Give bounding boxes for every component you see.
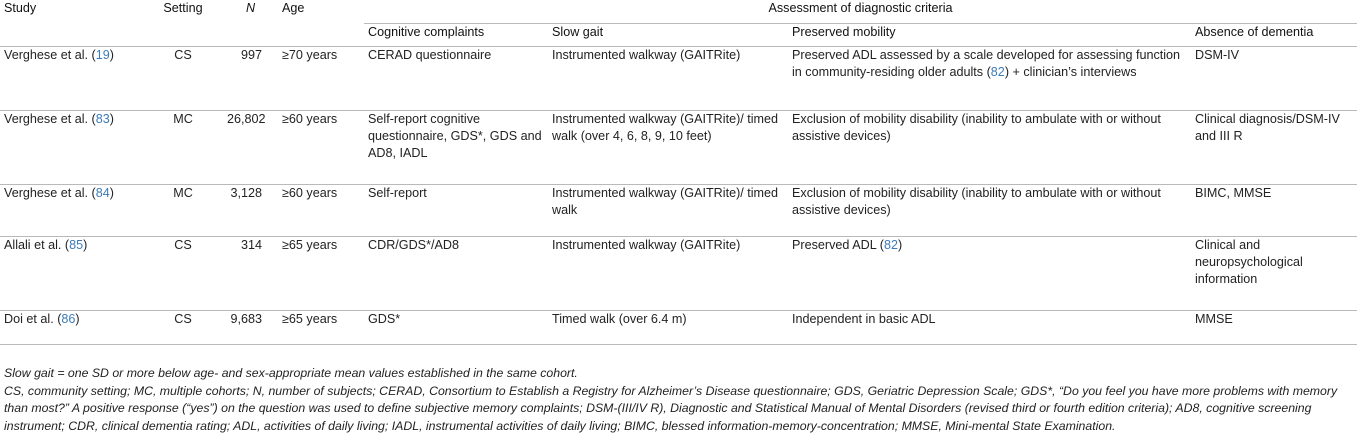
reference-link[interactable]: 82 — [883, 238, 898, 252]
header-cognitive: Cognitive complaints — [364, 23, 548, 47]
table-row: Verghese et al. (19) CS 997 ≥70 years CE… — [0, 46, 1357, 111]
cell-dementia: BIMC, MMSE — [1191, 184, 1357, 237]
cell-dementia: Clinical diagnosis/DSM-IV and III R — [1191, 110, 1357, 185]
header-assessment: Assessment of diagnostic criteria — [768, 1, 953, 15]
header-mobility: Preserved mobility — [788, 23, 1191, 47]
table-row: Verghese et al. (83) MC 26,802 ≥60 years… — [0, 110, 1357, 185]
cell-mobility: Exclusion of mobility disability (inabil… — [788, 184, 1191, 237]
cell-cognitive: Self-report — [364, 184, 548, 237]
cell-setting: CS — [143, 236, 223, 311]
reference-link[interactable]: 82 — [990, 65, 1005, 79]
reference-link[interactable]: 83 — [95, 112, 110, 126]
header-slow-gait: Slow gait — [548, 23, 788, 47]
cell-n: 9,683 — [223, 310, 278, 345]
table-row: Doi et al. (86) CS 9,683 ≥65 years GDS* … — [0, 310, 1357, 345]
cell-mobility: Independent in basic ADL — [788, 310, 1191, 345]
cell-cognitive: CERAD questionnaire — [364, 46, 548, 111]
cell-slow-gait: Instrumented walkway (GAITRite)/ timed w… — [548, 110, 788, 185]
header-age: Age — [278, 0, 364, 47]
cell-dementia: Clinical and neuropsychological informat… — [1191, 236, 1357, 311]
cell-setting: MC — [143, 184, 223, 237]
cell-setting: CS — [143, 310, 223, 345]
cell-age: ≥65 years — [278, 236, 364, 311]
cell-age: ≥70 years — [278, 46, 364, 111]
table-row: Verghese et al. (84) MC 3,128 ≥60 years … — [0, 184, 1357, 237]
reference-link[interactable]: 85 — [69, 238, 84, 252]
header-row-sub: Cognitive complaints Slow gait Preserved… — [0, 23, 1357, 47]
reference-link[interactable]: 84 — [95, 186, 110, 200]
cell-n: 3,128 — [223, 184, 278, 237]
cell-mobility: Preserved ADL (82) — [788, 236, 1191, 311]
reference-link[interactable]: 19 — [95, 48, 110, 62]
cell-slow-gait: Instrumented walkway (GAITRite)/ timed w… — [548, 184, 788, 237]
cell-study: Verghese et al. (84) — [0, 184, 143, 237]
cell-cognitive: CDR/GDS*/AD8 — [364, 236, 548, 311]
cell-age: ≥65 years — [278, 310, 364, 345]
cell-slow-gait: Instrumented walkway (GAITRite) — [548, 46, 788, 111]
footnote-abbreviations: CS, community setting; MC, multiple coho… — [4, 383, 1338, 433]
cell-cognitive: GDS* — [364, 310, 548, 345]
reference-link[interactable]: 86 — [61, 312, 76, 326]
footnote-slow-gait: Slow gait = one SD or more below age- an… — [4, 366, 578, 380]
cell-n: 997 — [223, 46, 278, 111]
header-row-top: Study Setting N Age Assessment of diagno… — [0, 0, 1357, 47]
cell-study: Verghese et al. (19) — [0, 46, 143, 111]
diagnostic-criteria-table: Study Setting N Age Assessment of diagno… — [0, 0, 1357, 345]
cell-age: ≥60 years — [278, 110, 364, 185]
header-dementia: Absence of dementia — [1191, 23, 1357, 47]
table-footnotes: Slow gait = one SD or more below age- an… — [4, 365, 1354, 435]
cell-cognitive: Self-report cognitive questionnaire, GDS… — [364, 110, 548, 185]
cell-setting: CS — [143, 46, 223, 111]
cell-study: Allali et al. (85) — [0, 236, 143, 311]
header-setting: Setting — [143, 0, 223, 47]
cell-dementia: DSM-IV — [1191, 46, 1357, 111]
cell-age: ≥60 years — [278, 184, 364, 237]
cell-mobility: Exclusion of mobility disability (inabil… — [788, 110, 1191, 185]
cell-slow-gait: Instrumented walkway (GAITRite) — [548, 236, 788, 311]
cell-n: 314 — [223, 236, 278, 311]
header-study: Study — [0, 0, 143, 47]
header-n: N — [223, 0, 278, 47]
cell-study: Doi et al. (86) — [0, 310, 143, 345]
cell-study: Verghese et al. (83) — [0, 110, 143, 185]
cell-dementia: MMSE — [1191, 310, 1357, 345]
cell-mobility: Preserved ADL assessed by a scale develo… — [788, 46, 1191, 111]
cell-slow-gait: Timed walk (over 6.4 m) — [548, 310, 788, 345]
cell-n: 26,802 — [223, 110, 278, 185]
cell-setting: MC — [143, 110, 223, 185]
table-row: Allali et al. (85) CS 314 ≥65 years CDR/… — [0, 236, 1357, 311]
